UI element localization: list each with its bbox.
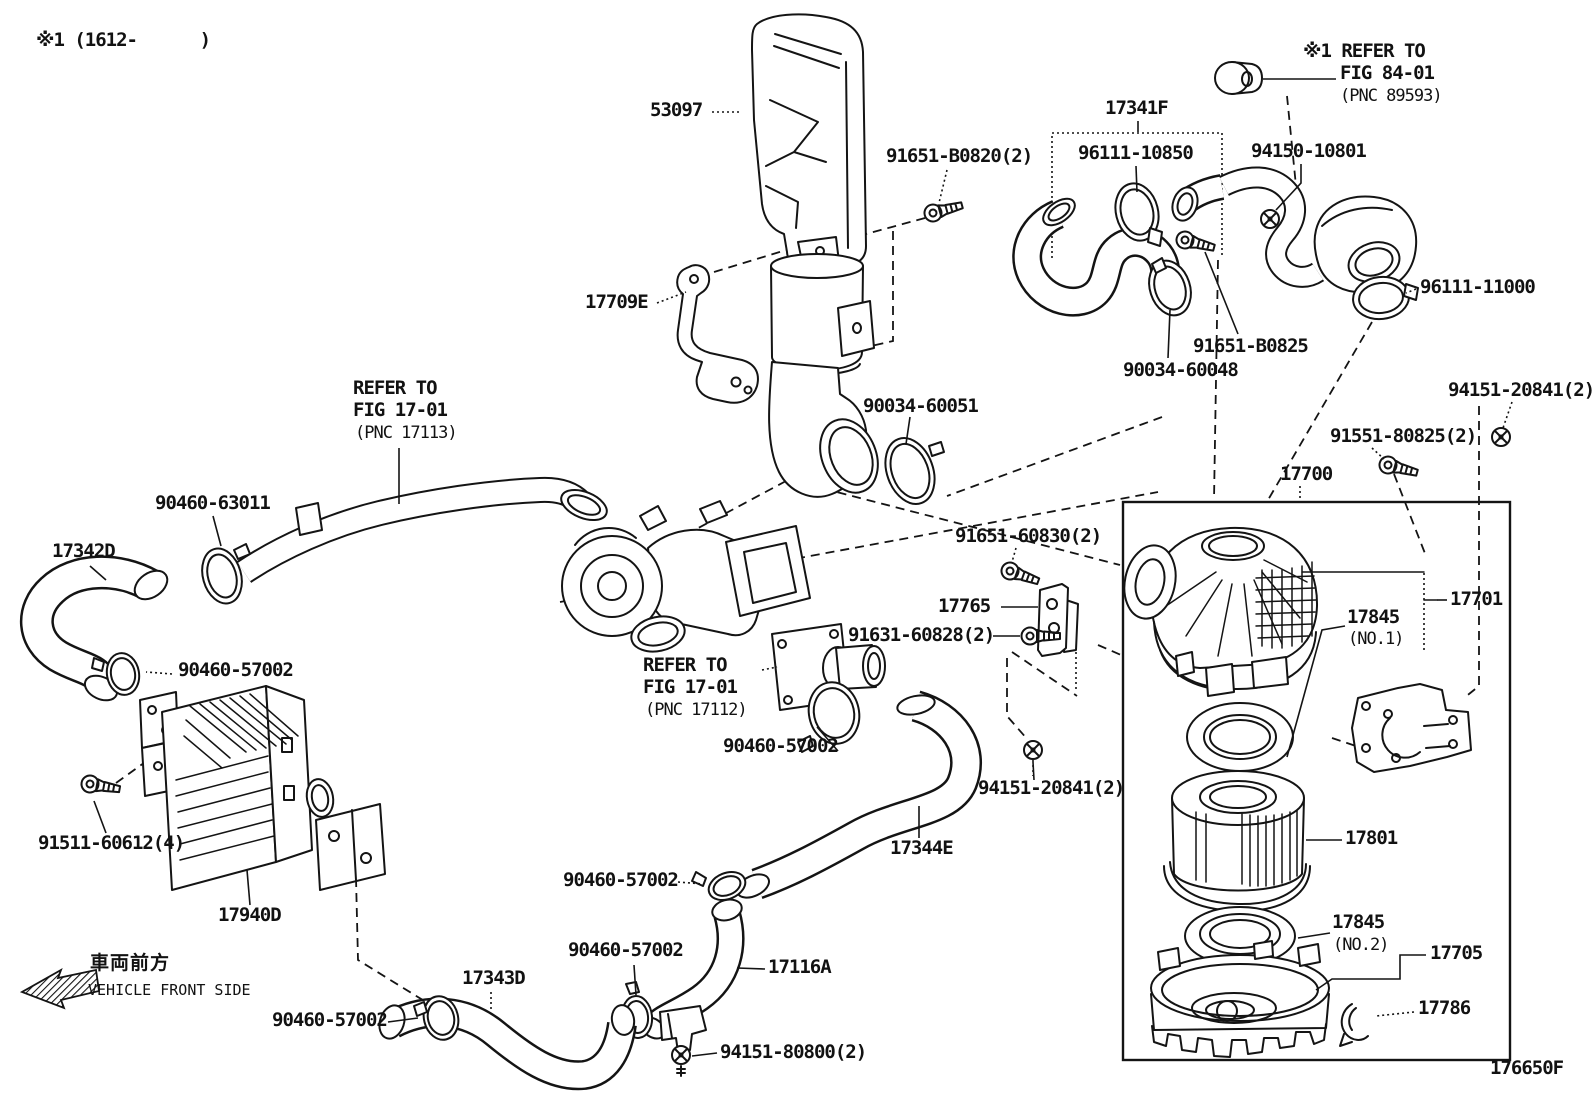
clamp-17342D-drawing	[91, 652, 141, 696]
vehicle-front-arrow	[19, 968, 101, 1010]
bracket-17701-drawing	[1351, 683, 1472, 773]
label-90460-63011: 90460-63011	[155, 492, 271, 514]
filter-element-17801-drawing	[1163, 770, 1311, 913]
label-90034-60048: 90034-60048	[1123, 359, 1239, 381]
label-17765: 17765	[938, 595, 991, 617]
label-96111-10850: 96111-10850	[1078, 142, 1194, 164]
label-17940D: 17940D	[218, 904, 282, 926]
intercooler-17940D-drawing	[139, 685, 386, 891]
label-17341F: 17341F	[1105, 97, 1169, 119]
label-refer-fig17113-line3: (PNC 17113)	[355, 423, 458, 443]
air-cleaner-box-17700	[1121, 500, 1512, 1062]
leader-lines	[89, 78, 1513, 1057]
bracket-17709E-drawing	[676, 264, 759, 404]
bolt-91651-B0825-drawing	[1173, 228, 1218, 257]
label-90460-57002-d: 90460-57002	[568, 939, 684, 961]
label-refer-fig84-line2: FIG 84-01	[1340, 62, 1435, 84]
bracket-17701-leader-lines	[1301, 571, 1438, 650]
label-91651-60830: 91651-60830(2)	[955, 525, 1102, 547]
clamp-90460-63011-drawing	[201, 543, 251, 605]
label-90460-57002-e: 90460-57002	[272, 1009, 388, 1031]
label-17344E: 17344E	[890, 837, 954, 859]
clamp-17343D-drawing	[413, 995, 460, 1041]
air-cleaner-cap-drawing	[1123, 526, 1319, 697]
hose-17341F-drawing	[1012, 197, 1181, 317]
label-90034-60051: 90034-60051	[863, 395, 979, 417]
gasket-17845-no1-drawing	[1186, 702, 1294, 772]
nut-94150-10801-drawing	[1260, 209, 1280, 229]
label-53097: 53097	[650, 99, 703, 121]
label-96111-11000: 96111-11000	[1420, 276, 1536, 298]
label-91511-60612: 91511-60612(4)	[38, 832, 185, 854]
label-refer-fig84-line1: ※1 REFER TO	[1303, 40, 1426, 62]
label-90460-57002-b: 90460-57002	[723, 735, 839, 757]
label-17343D: 17343D	[462, 967, 526, 989]
hose-stub-17341F-drawing	[1171, 174, 1225, 222]
label-17845-no2-sub: (NO.2)	[1333, 935, 1389, 955]
bolt-91511-60612-drawing	[79, 773, 123, 799]
label-refer-fig17112-line2: FIG 17-01	[643, 676, 738, 698]
pipe-94150-10801-drawing	[1219, 166, 1325, 288]
label-94150-10801: 94150-10801	[1251, 140, 1367, 162]
clamp-90034-60051-drawing	[884, 437, 945, 505]
pipe-17113-drawing	[236, 476, 608, 583]
label-17845-no1-sub: (NO.1)	[1348, 629, 1404, 649]
air-cleaner-case-17705-drawing	[1150, 940, 1330, 1058]
clip-17786-drawing	[1339, 1003, 1369, 1047]
label-91651-B0820: 91651-B0820(2)	[886, 145, 1033, 167]
label-front-side-ja: 車両前方	[90, 952, 171, 974]
label-17342D: 17342D	[52, 540, 116, 562]
clamp-17344E-drawing	[691, 871, 747, 901]
label-refer-fig17112-line1: REFER TO	[643, 654, 728, 676]
clamp-96111-10850-drawing	[1114, 182, 1163, 247]
hose-17342D-drawing	[20, 555, 169, 702]
label-91631-60828: 91631-60828(2)	[848, 624, 995, 646]
resonator-drawing	[768, 253, 879, 498]
filter-pleats	[1195, 809, 1298, 887]
label-17116A: 17116A	[768, 956, 832, 978]
label-90460-57002-c: 90460-57002	[563, 869, 679, 891]
label-94151-20841-mid: 94151-20841(2)	[978, 777, 1125, 799]
label-17786: 17786	[1418, 997, 1471, 1019]
label-refer-fig84-line3: (PNC 89593)	[1340, 86, 1443, 106]
bolt-91651-B0820-drawing	[921, 196, 966, 225]
pipe-17116A-drawing	[640, 898, 745, 1053]
label-90460-57002-a: 90460-57002	[178, 659, 294, 681]
bolt-94151-80800-drawing	[671, 1045, 691, 1077]
cap-grid	[1255, 561, 1317, 649]
turbocharger-drawing	[561, 500, 811, 653]
label-refer-fig17112-line3: (PNC 17112)	[645, 700, 748, 720]
grommet-89593-drawing	[1214, 61, 1263, 95]
label-note-1612: ※1 (1612- )	[36, 29, 211, 51]
clamp-96111-11000-drawing	[1352, 275, 1419, 321]
bracket-17765-drawing	[1037, 583, 1079, 657]
label-91651-B0825: 91651-B0825	[1193, 335, 1309, 357]
hose-17343D-drawing	[378, 997, 637, 1091]
clamp-17112-drawing	[797, 681, 861, 753]
label-94151-80800: 94151-80800(2)	[720, 1041, 867, 1063]
inlet-duct-drawing	[1313, 195, 1418, 294]
clamp-90034-60048-drawing	[1148, 257, 1192, 317]
bolt-91651-60830-drawing	[998, 559, 1043, 591]
label-17845-no1: 17845	[1347, 606, 1400, 628]
label-17705: 17705	[1430, 942, 1483, 964]
intercooler-core-hatch	[175, 693, 299, 861]
label-17709E: 17709E	[585, 291, 649, 313]
bolt-94151-20841-top-drawing	[1491, 427, 1511, 447]
label-94151-20841-top: 94151-20841(2)	[1448, 379, 1592, 401]
label-17700: 17700	[1280, 463, 1333, 485]
air-duct-53097-drawing	[751, 13, 867, 271]
hose-17344E-drawing	[736, 690, 982, 900]
label-17845-no2: 17845	[1332, 911, 1385, 933]
label-refer-fig17113-line2: FIG 17-01	[353, 399, 448, 421]
label-91551-80825: 91551-80825(2)	[1330, 425, 1477, 447]
label-refer-fig17113-line1: REFER TO	[353, 377, 438, 399]
label-17801: 17801	[1345, 827, 1398, 849]
label-front-side-en: VEHICLE FRONT SIDE	[88, 981, 251, 999]
label-diagram-code: 176650F	[1490, 1057, 1564, 1079]
label-17701: 17701	[1450, 588, 1503, 610]
